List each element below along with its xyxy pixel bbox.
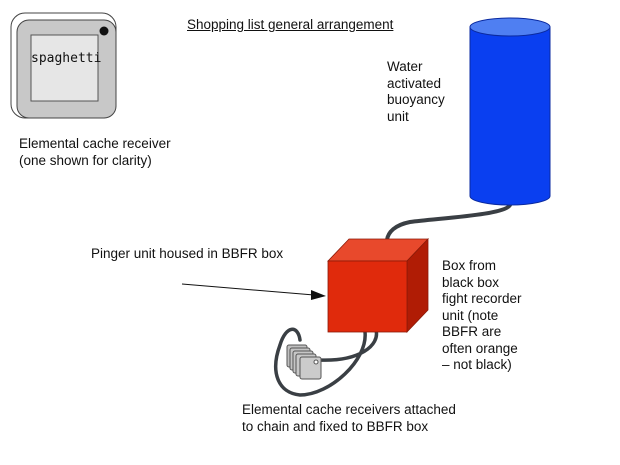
diagram-title: Shopping list general arrangement (187, 17, 394, 32)
bbfr-box (327, 238, 429, 333)
pinger-arrow (181, 283, 326, 300)
box-label: Box from black box fight recorder unit (… (442, 258, 522, 372)
receiver-label: Elemental cache receiver (one shown for … (19, 136, 171, 168)
buoyancy-cable (385, 203, 512, 242)
elemental-cache-receiver-icon (10, 12, 117, 119)
buoyancy-unit-cylinder (469, 17, 551, 206)
chain-label: Elemental cache receivers attached to ch… (242, 402, 456, 434)
stacked-receivers-icon (286, 344, 322, 380)
pinger-label: Pinger unit housed in BBFR box (91, 246, 284, 261)
receiver-chain (274, 327, 379, 397)
buoyancy-label: Water activated buoyancy unit (387, 59, 445, 124)
receiver-card-label: spaghetti (31, 51, 102, 66)
